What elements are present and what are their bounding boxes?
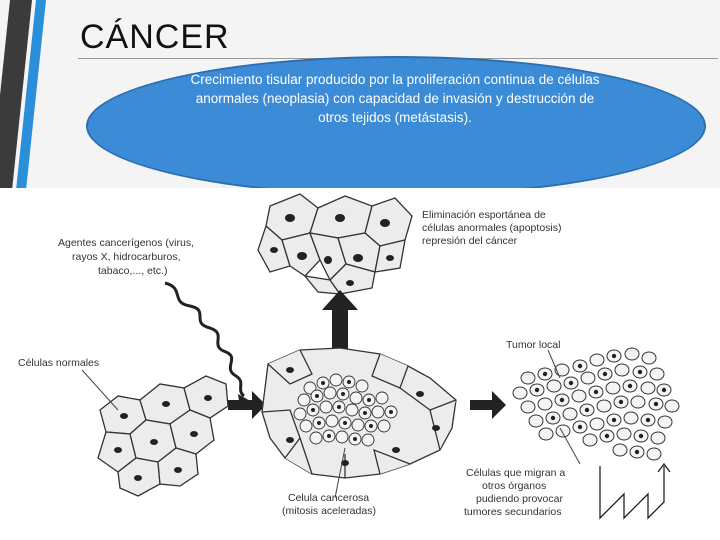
apoptosis-label-line-1: Eliminación esportánea de xyxy=(422,209,546,221)
pointer-lines xyxy=(81,349,581,499)
normal-cells-nuclei xyxy=(114,395,212,481)
apoptosis-label-line-3: represión del cáncer xyxy=(422,235,518,247)
agents-label-line-2: rayos X, hidrocarburos, xyxy=(72,251,181,263)
cancer-cell-label-line-2: (mitosis aceleradas) xyxy=(282,505,376,517)
metastasis-zigzag-arrows xyxy=(599,462,671,520)
apoptosis-nuclei xyxy=(270,214,394,286)
local-tumor-label: Tumor local xyxy=(506,339,560,351)
migrating-label-line-2: otros órganos xyxy=(482,480,546,492)
slide-title: CÁNCER xyxy=(80,18,230,56)
agents-label-line-3: tabaco,..., etc.) xyxy=(98,265,167,277)
agents-label-line-1: Agentes cancerígenos (virus, xyxy=(58,237,194,249)
right-arrow-to-tumor xyxy=(228,391,266,419)
right-arrow-to-local-tumor xyxy=(470,391,506,419)
apoptosis-label-line-2: células anormales (apoptosis) xyxy=(422,222,561,234)
normal-cells-label: Células normales xyxy=(18,357,99,369)
local-tumor-nuclei xyxy=(534,353,667,455)
definition-text: Crecimiento tisular producido por la pro… xyxy=(190,72,600,125)
migrating-label-line-1: Células que migran a xyxy=(466,467,565,479)
migrating-label-line-4: tumores secundarios xyxy=(464,506,561,518)
tumor-nuclei xyxy=(286,367,440,466)
normal-cells-cluster xyxy=(97,375,229,497)
up-arrow xyxy=(322,290,358,352)
migrating-label-line-3: pudiendo provocar xyxy=(476,493,563,505)
apoptosis-cell-cluster xyxy=(257,193,413,295)
cancer-cell-label-line-1: Celula cancerosa xyxy=(288,492,369,504)
cancer-diagram: Agentes cancerígenos (virus, rayos X, hi… xyxy=(18,193,680,520)
